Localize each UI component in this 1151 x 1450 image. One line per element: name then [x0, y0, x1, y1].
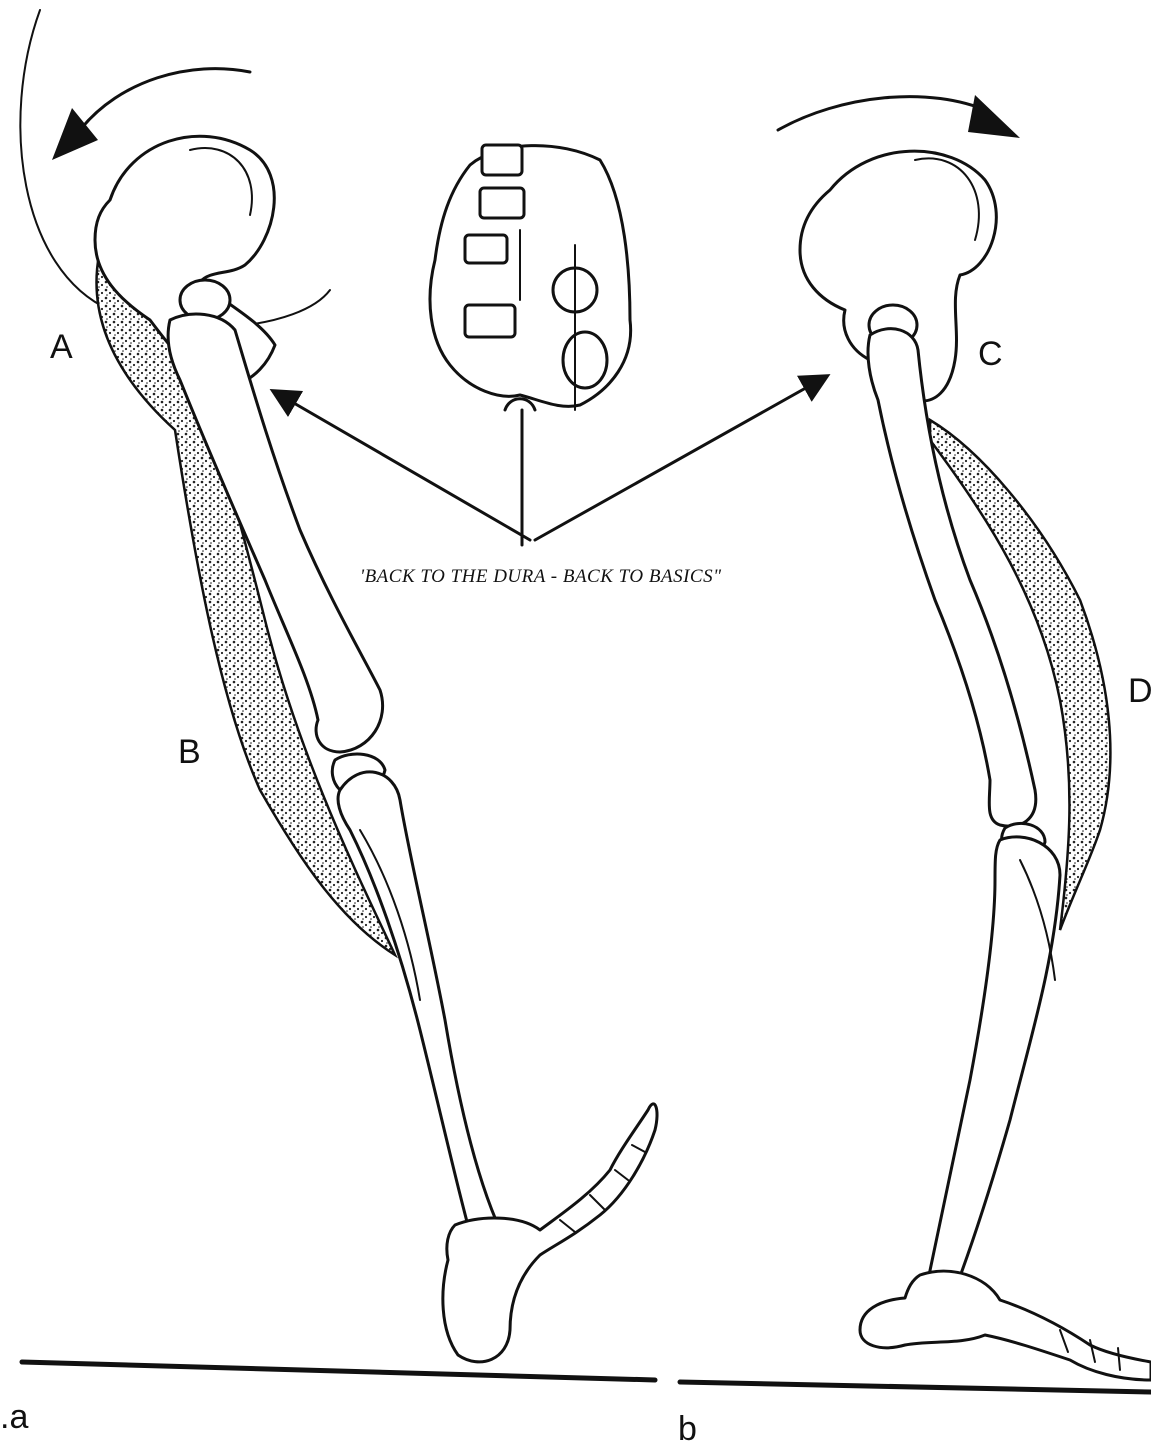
caption-text: 'BACK TO THE DURA - BACK TO BASICS": [360, 566, 722, 587]
femur-right: [868, 329, 1036, 827]
label-A: A: [50, 328, 73, 366]
rotation-arrow-left: [80, 69, 250, 130]
sacral-ellipse: [563, 332, 607, 388]
foot-left: [443, 1104, 657, 1362]
spine-sacrum-sketch: [430, 145, 631, 410]
tibia-right: [928, 837, 1060, 1295]
vertebra-1: [482, 145, 522, 175]
label-C: C: [978, 335, 1003, 373]
vertebra-2: [480, 188, 524, 218]
spine-arrow-hook: [505, 399, 535, 410]
label-D: D: [1128, 672, 1151, 710]
label-panel-b: b: [678, 1410, 697, 1448]
ground-line-left: [22, 1362, 655, 1380]
ground-line-right: [680, 1382, 1151, 1392]
rotation-arrow-right: [778, 97, 990, 130]
arrow-to-left-figure: [280, 395, 530, 540]
vertebra-4: [465, 305, 515, 337]
label-panel-a: .a: [0, 1398, 28, 1436]
label-B: B: [178, 733, 201, 771]
vertebra-3: [465, 235, 507, 263]
tibia-left: [338, 772, 506, 1265]
right-leg-figure: [778, 95, 1151, 1380]
foot-right: [860, 1271, 1151, 1380]
rotation-arrowhead-right: [968, 95, 1020, 138]
